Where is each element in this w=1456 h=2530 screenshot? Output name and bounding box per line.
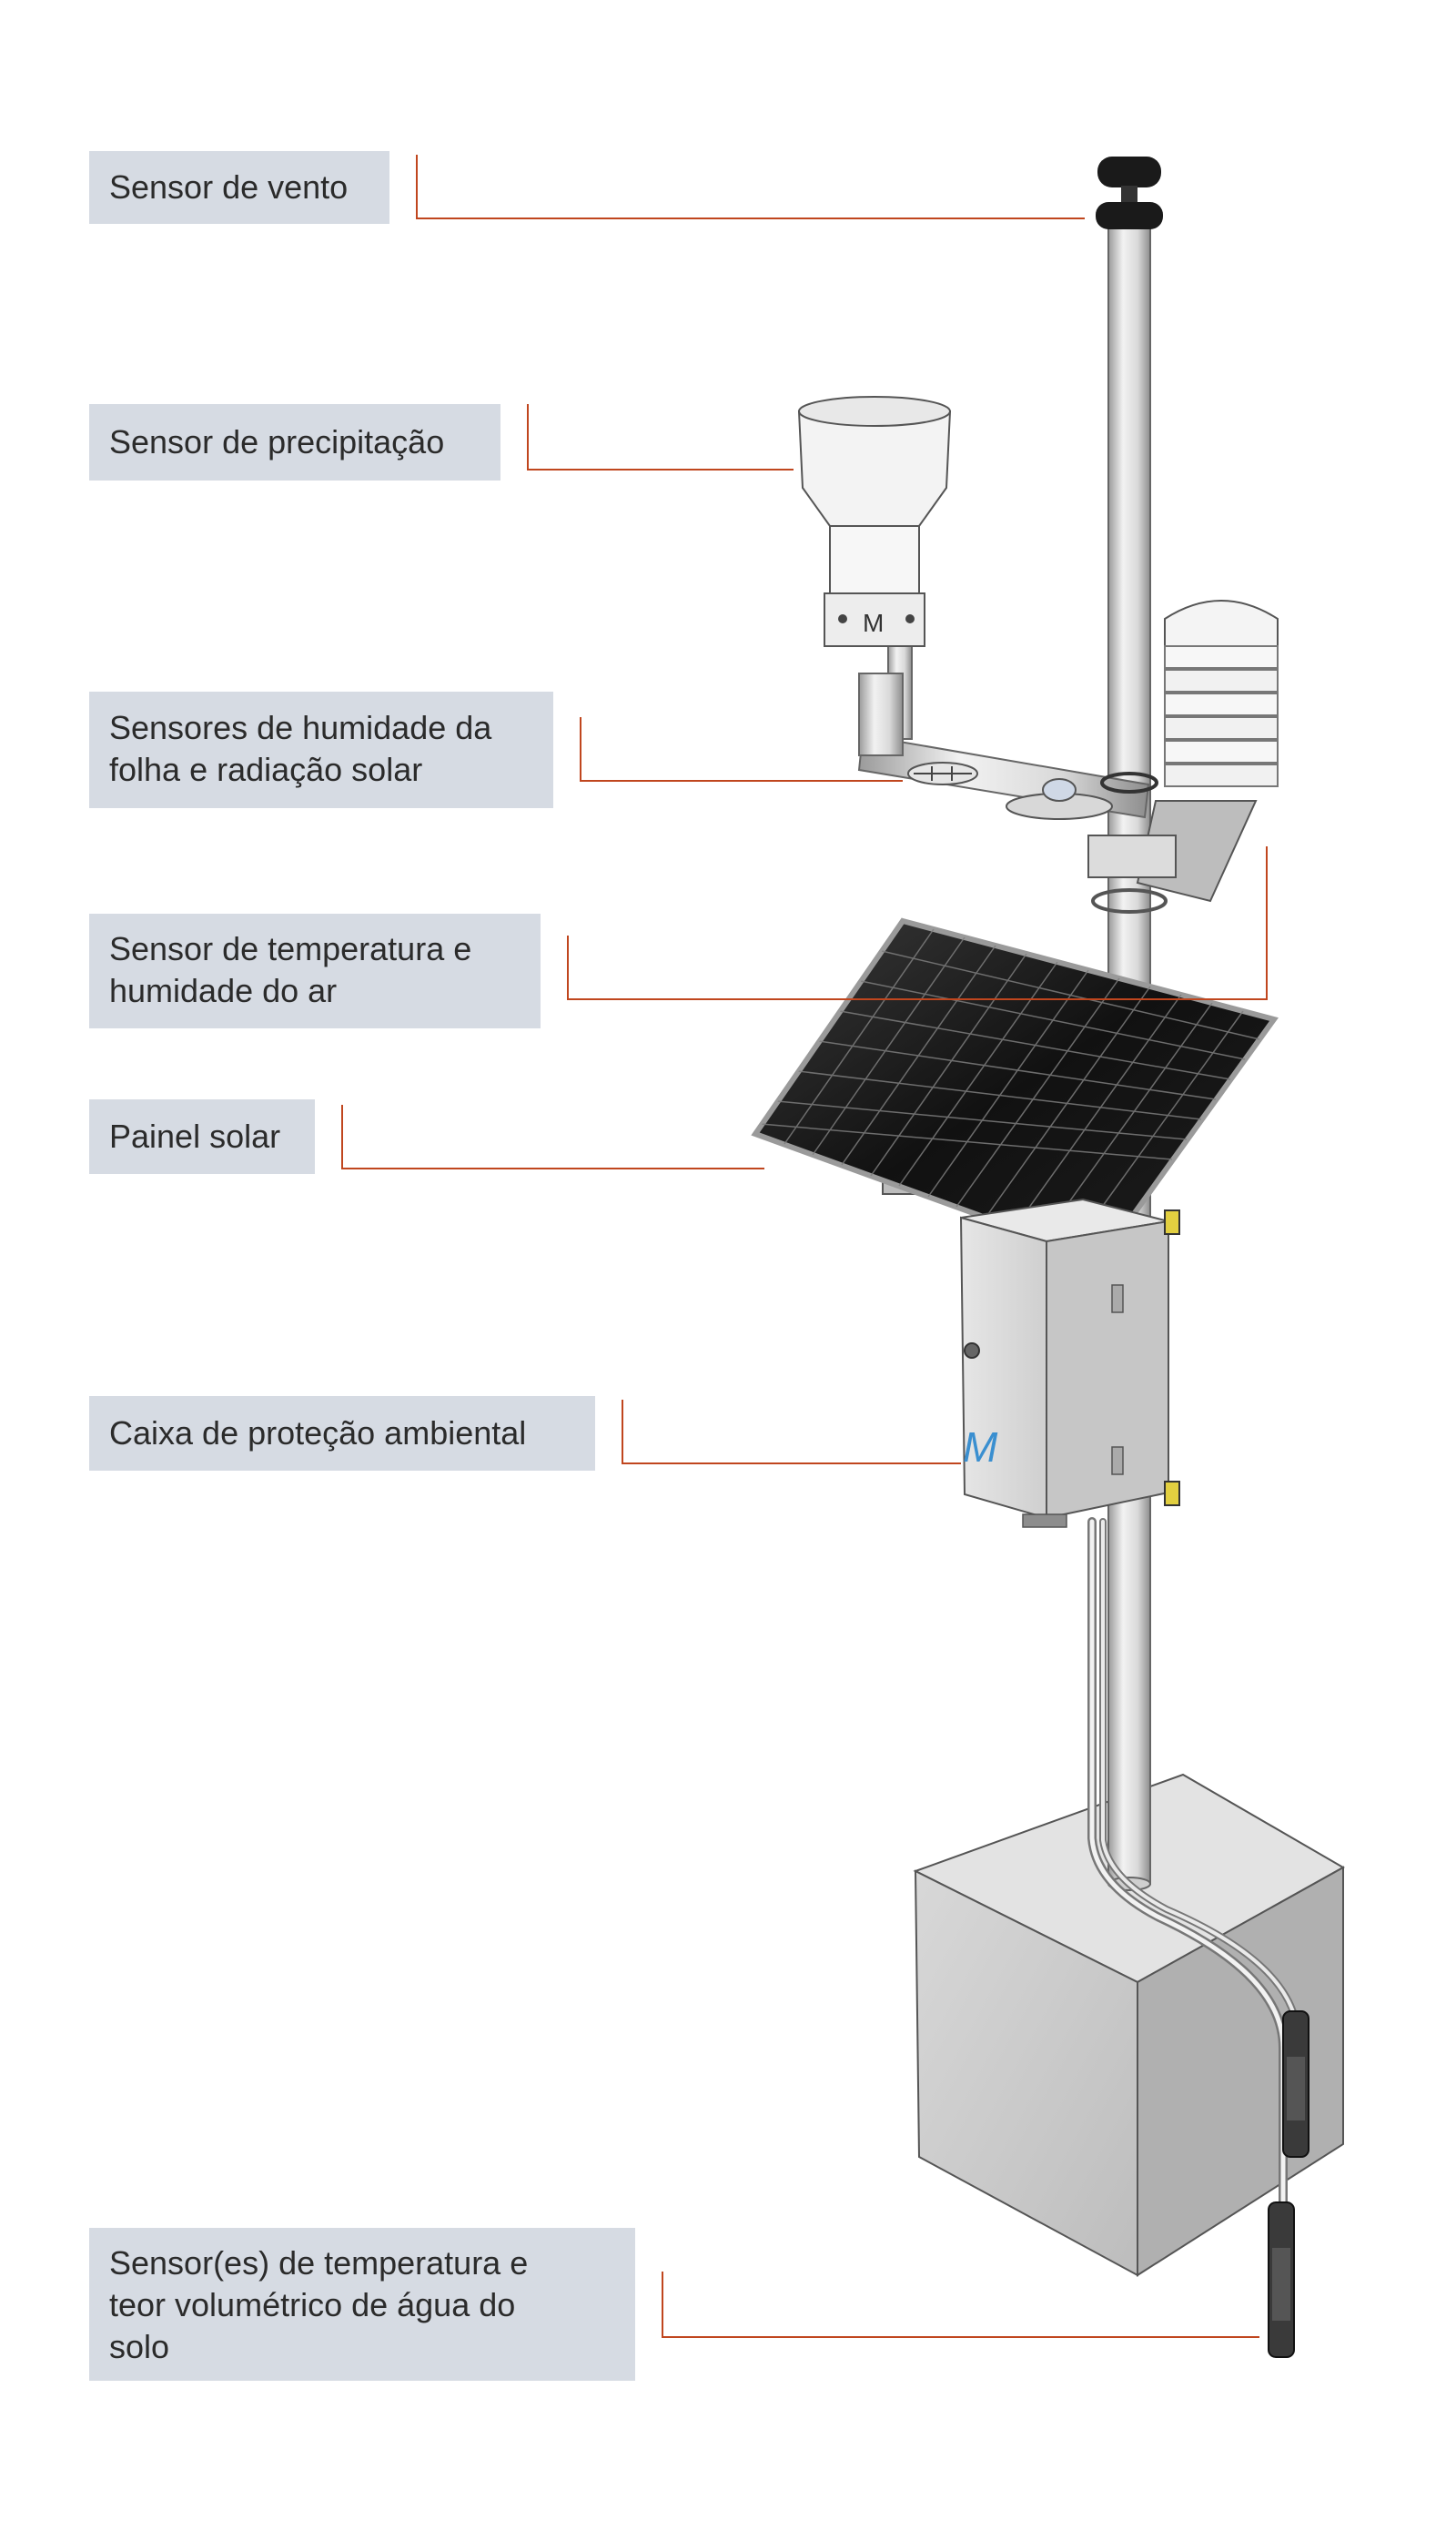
- label-soil-sensor: Sensor(es) de temperatura e teor volumét…: [89, 2228, 635, 2381]
- concrete-foundation: [913, 1773, 1346, 2277]
- label-solar-panel: Painel solar: [89, 1099, 315, 1174]
- leader-line-enclosure: [622, 1400, 961, 1464]
- rain-gauge-device: M: [797, 396, 952, 740]
- label-leaf-solar-sensors: Sensores de humidade da folha e radiação…: [89, 692, 553, 808]
- label-enclosure: Caixa de proteção ambiental: [89, 1396, 595, 1471]
- label-air-temp-humidity-sensor: Sensor de temperatura e humidade do ar: [89, 914, 541, 1028]
- label-rain-sensor: Sensor de precipitação: [89, 404, 500, 481]
- soil-sensor-device: [1268, 2010, 1309, 2358]
- leader-line-temp: [567, 846, 1268, 1000]
- leader-line-leaf: [580, 717, 903, 782]
- sensor-arm: [857, 673, 1150, 820]
- enclosure-logo: M: [963, 1423, 998, 1471]
- enclosure-device: M: [959, 1198, 1180, 1528]
- solar-panel-device: [751, 917, 1279, 1263]
- leader-line-wind: [416, 155, 1085, 219]
- sensor-cable: [1087, 1517, 1301, 2262]
- wind-sensor-device: [1096, 157, 1163, 229]
- label-wind-sensor: Sensor de vento: [89, 151, 389, 224]
- leader-line-solar: [341, 1105, 764, 1169]
- leader-line-soil: [662, 2272, 1259, 2338]
- rain-gauge-logo: M: [863, 609, 884, 637]
- radiation-shield-device: [1087, 600, 1279, 914]
- leader-line-rain: [527, 404, 794, 471]
- leader-lines: [341, 155, 1268, 2338]
